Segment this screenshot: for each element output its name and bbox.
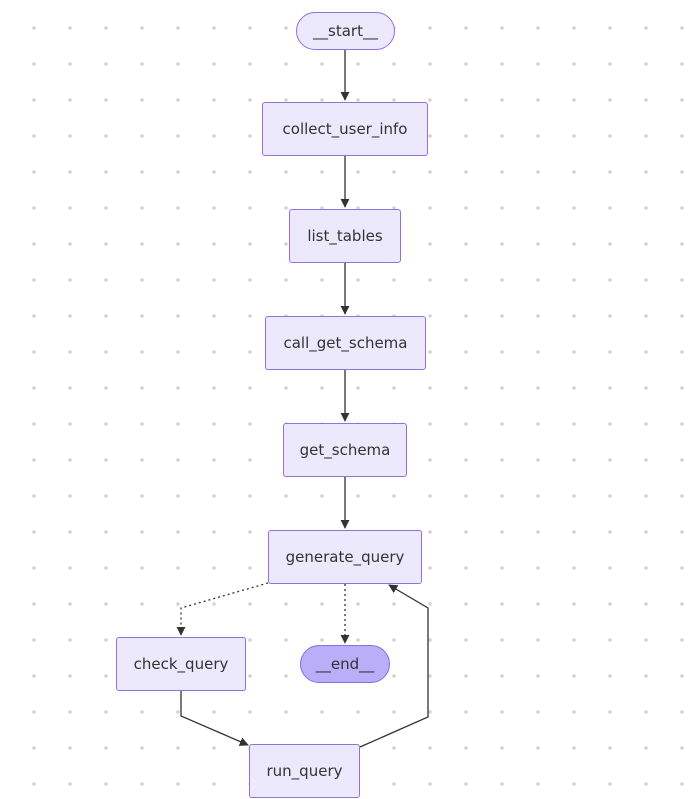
node-end[interactable]: __end__	[300, 645, 390, 683]
node-check-query[interactable]: check_query	[116, 637, 246, 691]
node-get-schema[interactable]: get_schema	[283, 423, 407, 477]
node-run-query[interactable]: run_query	[249, 744, 360, 798]
edge-run-generate	[359, 584, 429, 748]
node-start[interactable]: __start__	[296, 12, 395, 50]
node-generate-query[interactable]: generate_query	[268, 530, 422, 584]
edge-generate-check	[176, 582, 269, 636]
edge-check-run	[180, 691, 249, 746]
node-list-tables[interactable]: list_tables	[289, 209, 401, 263]
node-collect-user-info[interactable]: collect_user_info	[262, 102, 428, 156]
node-call-get-schema[interactable]: call_get_schema	[265, 316, 426, 370]
